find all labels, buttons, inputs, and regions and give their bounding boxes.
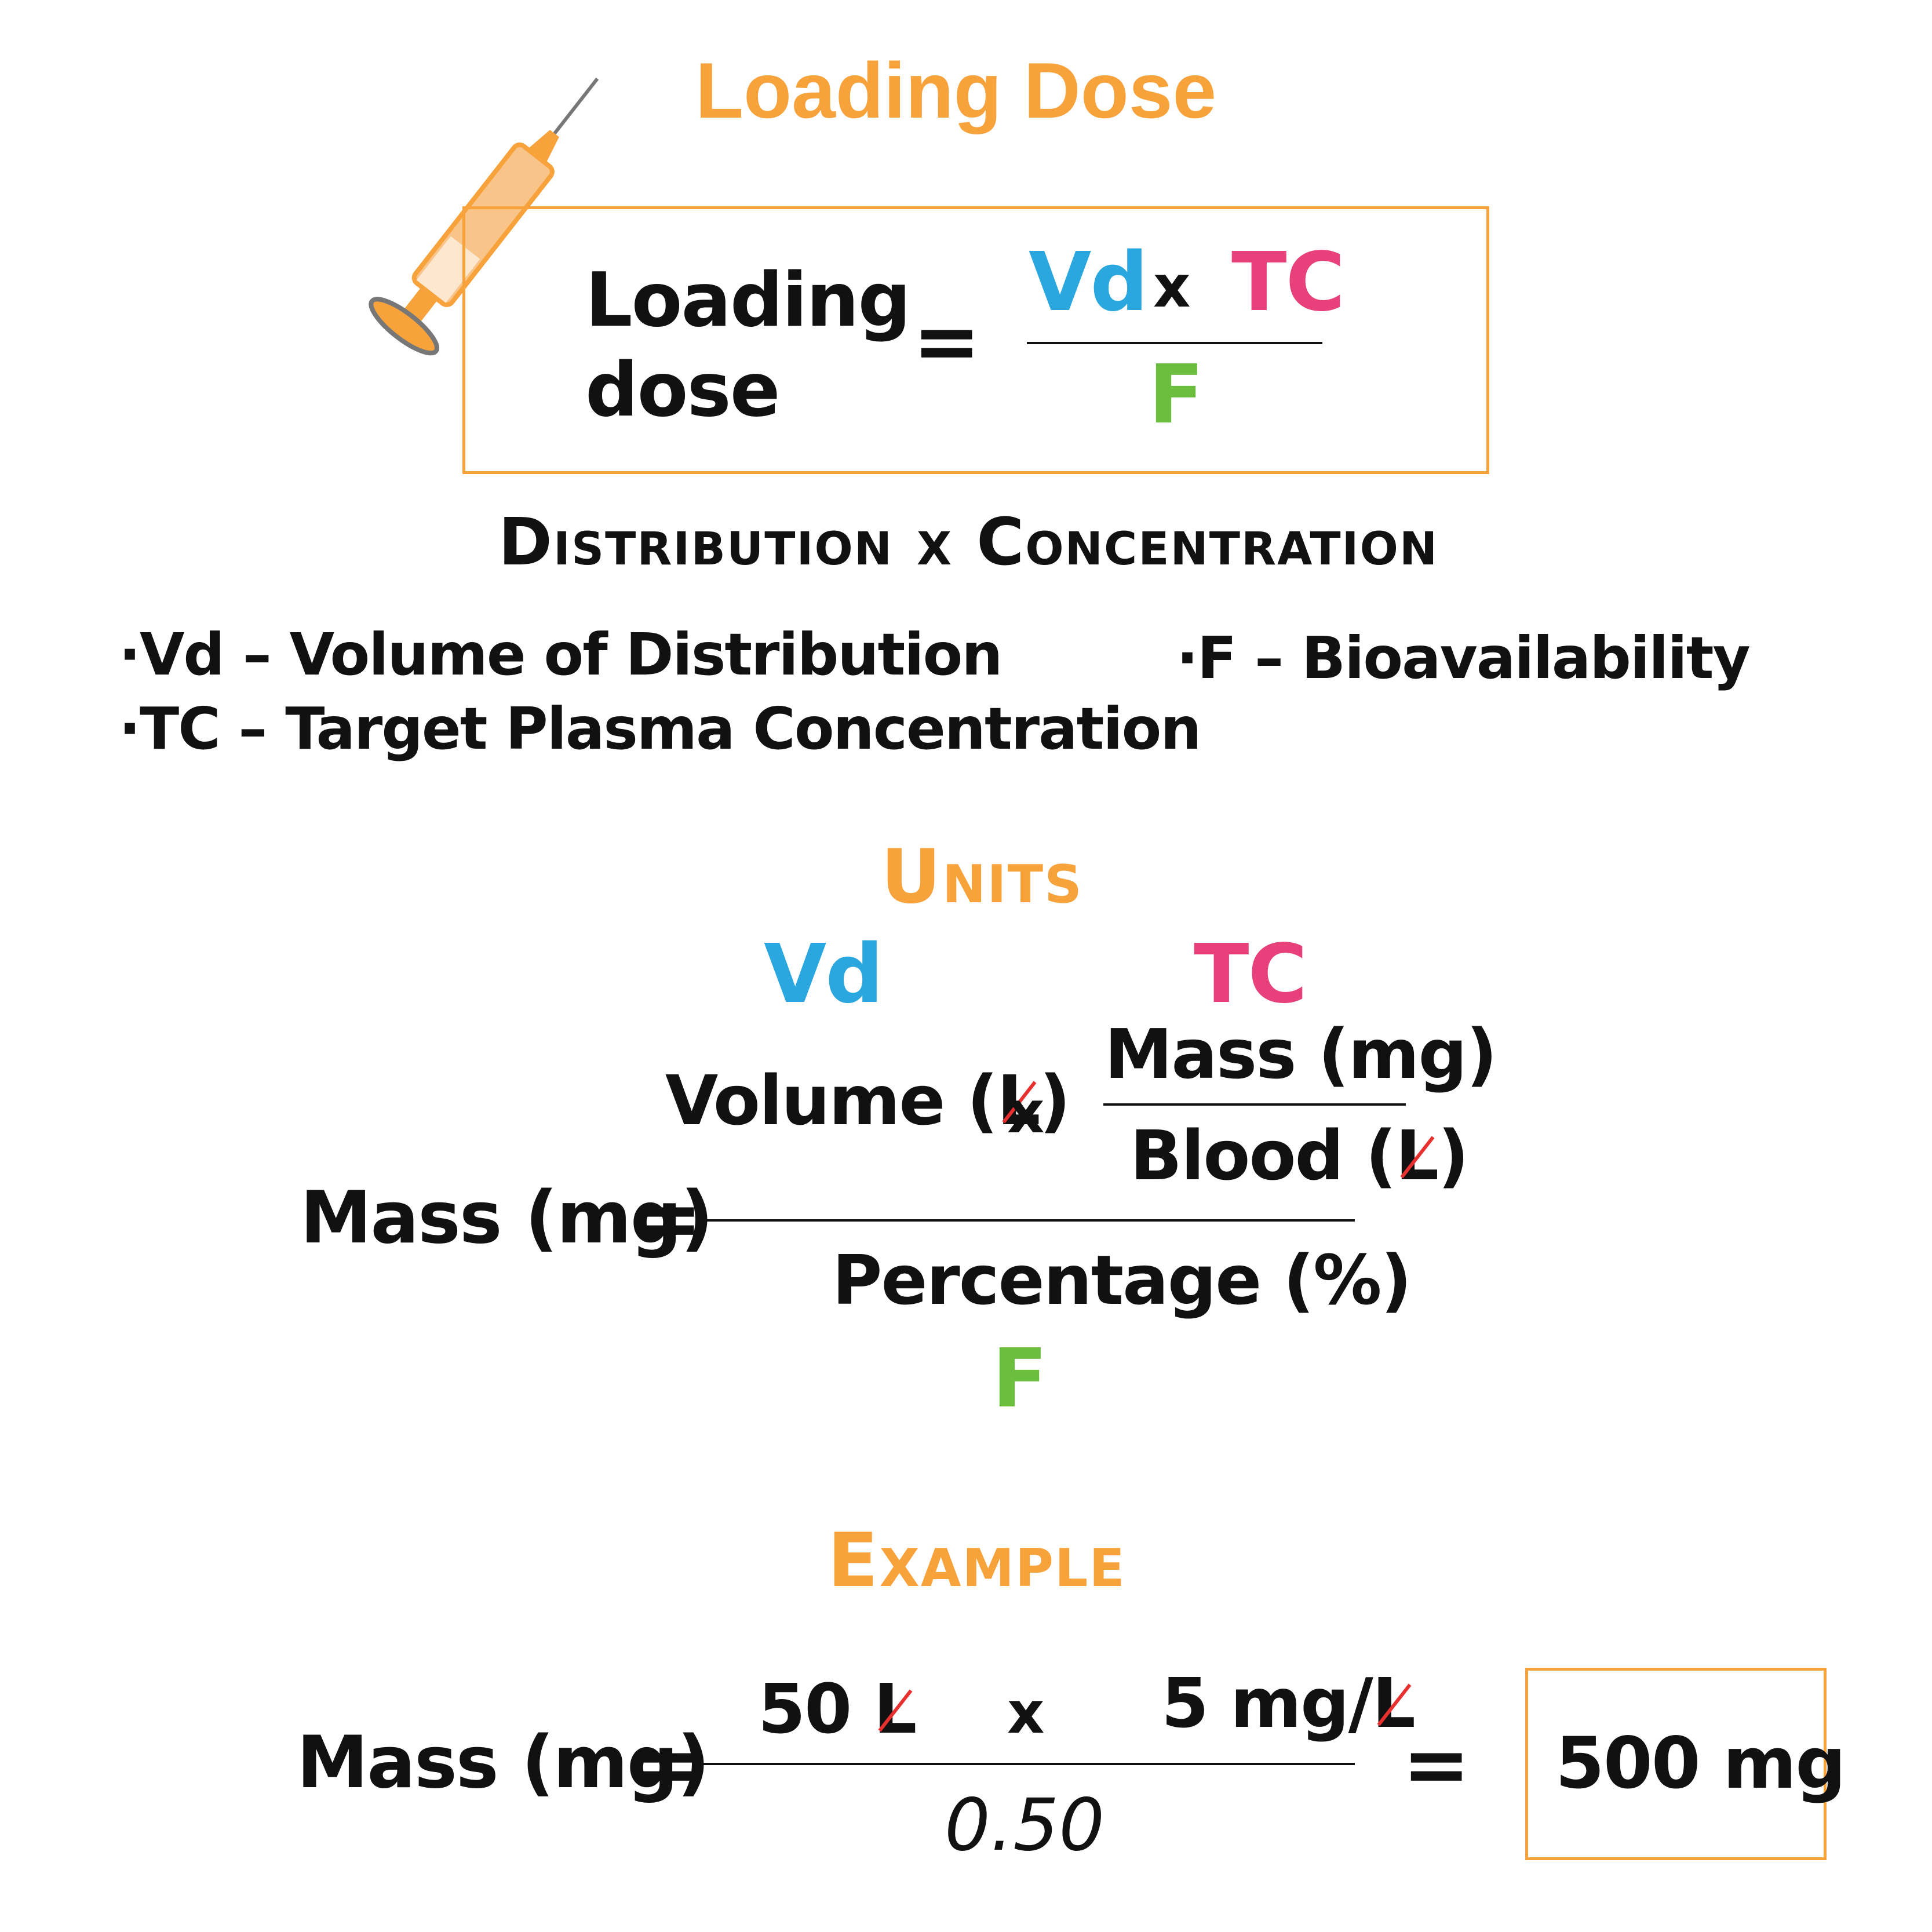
example-lhs: Mass (mg) [297,1721,710,1805]
example-fraction-bar [700,1763,1355,1765]
units-equals-sign: = [635,1172,702,1266]
units-f-symbol: F [992,1332,1048,1426]
loading-dose-label-line1: Loading [585,257,911,344]
example-heading: Example [828,1518,1126,1604]
units-heading: Units [881,834,1083,920]
subtitle: Distribution x Concentration [498,505,1439,580]
units-tc-symbol: TC [1194,927,1307,1022]
example-denominator: 0.50 [945,1784,1105,1867]
units-fraction-bar [700,1219,1355,1222]
definition-tc: ·TC – Target Plasma Concentration [119,695,1202,763]
loading-dose-label-line2: dose [585,347,781,433]
tc-symbol: TC [1231,235,1345,330]
units-multiply-sign: x [1007,1078,1045,1146]
definition-f: ·F – Bioavailability [1176,624,1751,692]
equals-sign: = [913,294,980,389]
volume-prefix: Volume ( [665,1060,998,1140]
f-symbol: F [1149,348,1204,442]
volume-suffix: ) [1039,1060,1071,1140]
result-box [1525,1668,1827,1860]
definition-vd: ·Vd – Volume of Distribution [119,621,1003,688]
example-equals-sign-2: = [1402,1718,1470,1812]
units-lhs: Mass (mg) [300,1176,713,1260]
blood-suffix: ) [1438,1116,1469,1195]
blood-unit-cancelled: L [1395,1116,1439,1195]
page-title: Loading Dose [695,46,1217,134]
result-value: 500 mg [1555,1722,1846,1805]
blood-denominator: Blood (L) [1130,1116,1469,1195]
concentration-unit-cancelled: L [1372,1663,1416,1743]
units-vd-symbol: Vd [764,927,884,1022]
volume-value-unit-cancelled: L [873,1669,917,1749]
example-multiply-sign: x [1007,1679,1045,1747]
example-equals-sign: = [635,1718,702,1812]
example-numerator-volume: 50 L [758,1669,917,1749]
volume-unit-cancelled: L [997,1060,1040,1140]
concentration-value: 5 mg/ [1161,1663,1373,1743]
blood-prefix: Blood ( [1130,1116,1397,1195]
volume-value: 50 [758,1669,874,1749]
formula-box [462,206,1489,474]
volume-term: Volume (L) [665,1060,1071,1140]
mass-numerator: Mass (mg) [1104,1014,1497,1094]
fraction-bar [1027,342,1322,344]
multiply-sign: x [1153,253,1191,320]
vd-symbol: Vd [1029,235,1149,330]
example-numerator-concentration: 5 mg/L [1161,1663,1416,1743]
tc-fraction-bar [1103,1103,1406,1106]
percentage-denominator: Percentage (%) [832,1240,1412,1320]
